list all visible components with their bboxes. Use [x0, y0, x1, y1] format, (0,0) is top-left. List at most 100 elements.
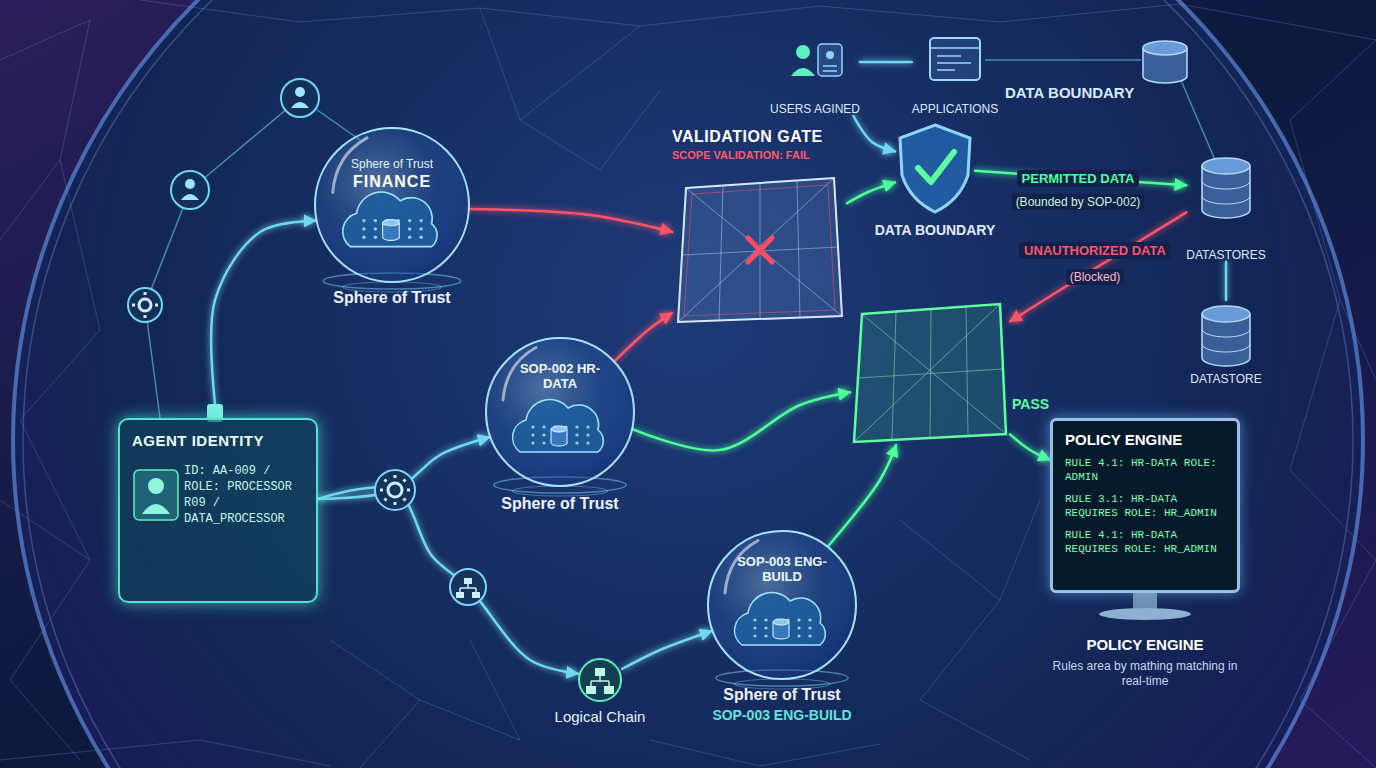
sp-below-text: Sphere of Trust: [415, 495, 705, 513]
ic-l-text: APPLICATIONS: [912, 102, 998, 116]
application-window: [930, 38, 980, 80]
data-dot: [408, 219, 411, 222]
validation-gate: VALIDATION GATE SCOPE VALIDATION: FAIL: [672, 128, 847, 322]
data-dot: [542, 441, 545, 444]
person-body: [291, 102, 309, 108]
data-dot: [374, 227, 377, 230]
hierarchy-icon: [450, 569, 486, 605]
datastore-top: [1143, 41, 1187, 55]
users-node: USERS AGINED: [770, 36, 860, 116]
sp-code-text: SOP-003 ENG-BUILD: [737, 554, 827, 584]
data-dot: [362, 219, 365, 222]
data-dot: [419, 227, 422, 230]
hierarchy-box: [464, 578, 472, 584]
person-head: [295, 87, 305, 97]
data-dot: [808, 618, 811, 621]
cloud-shape: [735, 593, 826, 645]
connector: [211, 221, 315, 418]
data-dot: [531, 433, 534, 436]
application-lines: [930, 48, 980, 70]
datastore-top: [1202, 306, 1250, 322]
data-dot: [808, 626, 811, 629]
pass-gate: PASS: [850, 300, 1010, 445]
globe-rim: [23, 0, 1353, 768]
vg-h-text: VALIDATION GATE: [672, 128, 847, 146]
data-dot: [374, 219, 377, 222]
pe-r-text: RULE 3.1: HR-DATA REQUIRES ROLE: HR_ADMI…: [1065, 492, 1225, 520]
data-dot: [419, 236, 422, 239]
vg-s-text: SCOPE VALIDATION: FAIL: [672, 149, 847, 161]
connector: [470, 209, 672, 232]
data-boundary-shield: DATA BOUNDARYDATA BOUNDARY: [895, 118, 975, 218]
hierarchy-box: [456, 592, 464, 598]
data-dot: [753, 634, 756, 637]
data-dot: [764, 618, 767, 621]
data-dot: [797, 634, 800, 637]
cloud-group: [343, 192, 437, 247]
datastore-rings: [1202, 181, 1250, 204]
cloud-shape: [343, 192, 437, 247]
connector: [847, 182, 895, 203]
pe-b-text: POLICY ENGINE: [1033, 636, 1257, 653]
gate-mesh: [854, 304, 1006, 442]
sp-small-text: Sphere of Trust: [314, 157, 470, 171]
data-dot: [797, 618, 800, 621]
person-icon: [171, 171, 209, 209]
data-dot: [764, 634, 767, 637]
data-dot: [575, 433, 578, 436]
note-label: (Blocked): [1066, 269, 1125, 285]
connector: [828, 445, 896, 546]
data-dot: [586, 441, 589, 444]
edge-label: UNAUTHORIZED DATA: [1019, 242, 1171, 259]
card-h-text: AGENT IDENTITY: [132, 432, 306, 449]
globe: [13, 0, 1363, 768]
data-dot: [797, 626, 800, 629]
pe-r-text: RULE 4.1: HR-DATA REQUIRES ROLE: HR_ADMI…: [1065, 528, 1225, 556]
connector: [633, 392, 850, 450]
sphere-shape: [707, 530, 857, 680]
gear-teeth: [132, 292, 158, 318]
gate-mesh: [678, 178, 842, 322]
agent-identity-card: AGENT IDENTITYID: AA-009 / ROLE: PROCESS…: [118, 418, 318, 603]
sphere-shape: [314, 127, 470, 283]
hierarchy-box: [472, 592, 480, 598]
sp-big-text: FINANCE: [314, 173, 470, 191]
cloud-shape: [513, 400, 604, 452]
datastore-top: [1202, 158, 1250, 174]
data-dot: [362, 227, 365, 230]
data-dot: [542, 425, 545, 428]
chain-box: [604, 686, 614, 694]
connector: [1225, 262, 1228, 300]
chain-box: [586, 686, 596, 694]
gate-panel: [854, 304, 1006, 442]
gear-hub: [139, 299, 151, 311]
user-card: [818, 44, 842, 76]
policy-engine-monitor: POLICY ENGINERULE 4.1: HR-DATA ROLE: ADM…: [1050, 418, 1240, 593]
datastore-node: DATASTORE: [1190, 300, 1261, 386]
connector: [1010, 434, 1050, 459]
sphere-shape: [485, 337, 635, 487]
connector: [615, 313, 672, 361]
data-dot: [586, 425, 589, 428]
cloud-group: [513, 400, 604, 452]
trust-sphere: SOP-002 HR-DATASphere of Trust: [485, 337, 635, 487]
lc-l-text: Logical Chain: [518, 708, 682, 725]
database-top: [773, 619, 789, 625]
data-dot: [575, 441, 578, 444]
datastore-node: DATASTORES: [1186, 150, 1265, 262]
network-wires: [145, 60, 1215, 418]
ps-text: PASS: [1012, 396, 1049, 412]
data-dot: [753, 626, 756, 629]
connector: [318, 487, 578, 674]
hierarchy-lines: [460, 584, 476, 592]
connector: [622, 631, 712, 669]
cloud-group: [735, 593, 826, 645]
avatar-head: [148, 478, 164, 494]
sh-bot-text: DATA BOUNDARY: [845, 222, 1025, 238]
chain-lines: [591, 676, 609, 686]
data-dot: [586, 433, 589, 436]
avatar-body: [142, 504, 170, 514]
data-dot: [542, 433, 545, 436]
applications-node: APPLICATIONS: [912, 36, 998, 116]
